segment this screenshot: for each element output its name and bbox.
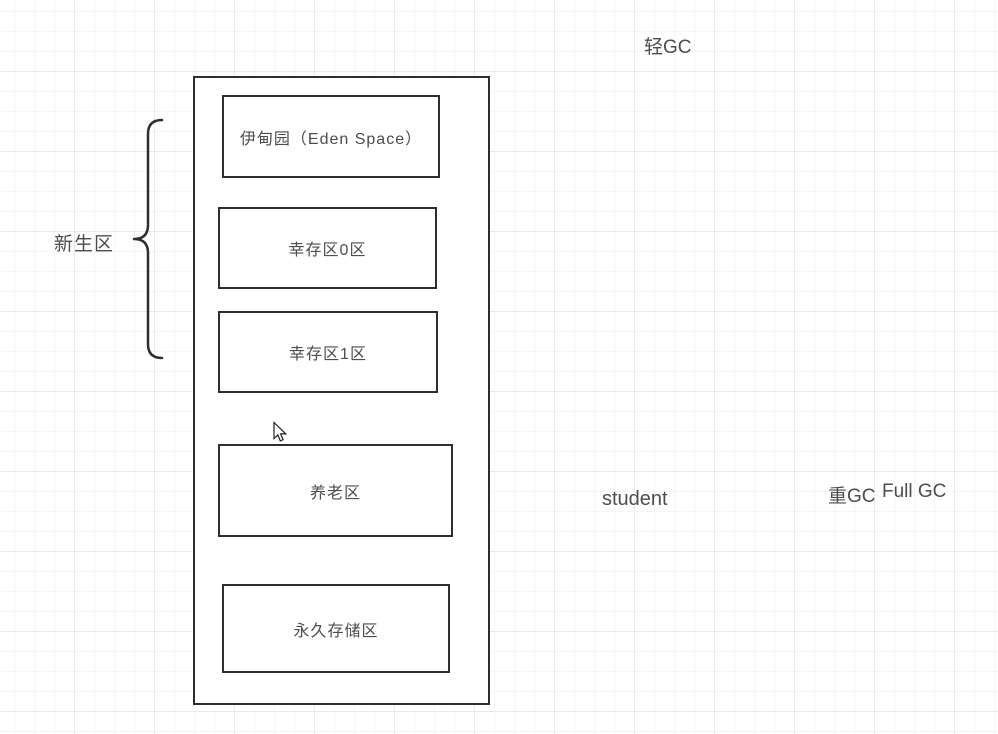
box-eden-space[interactable]: 伊甸园（Eden Space） (222, 95, 440, 178)
box-survivor-0-label: 幸存区0区 (288, 242, 367, 259)
box-old-generation-label: 养老区 (309, 484, 361, 502)
box-permanent-storage-label: 永久存储区 (293, 622, 379, 640)
box-old-generation[interactable]: 养老区 (218, 444, 453, 537)
box-permanent-storage[interactable]: 永久存储区 (222, 584, 450, 673)
box-eden-label: 伊甸园（Eden Space） (239, 130, 423, 148)
box-survivor-1[interactable]: 幸存区1区 (218, 311, 438, 393)
box-survivor-0[interactable]: 幸存区0区 (218, 207, 437, 289)
annotation-full-gc[interactable]: Full GC (882, 481, 947, 502)
annotation-student[interactable]: student (602, 488, 668, 510)
annotation-heavy-gc[interactable]: 重GC (828, 486, 876, 507)
annotation-new-generation[interactable]: 新生区 (54, 234, 115, 255)
box-survivor-1-label: 幸存区1区 (289, 346, 367, 363)
left-curly-brace[interactable] (124, 110, 170, 368)
annotation-light-gc[interactable]: 轻GC (644, 37, 692, 58)
mouse-cursor-icon (273, 421, 288, 442)
